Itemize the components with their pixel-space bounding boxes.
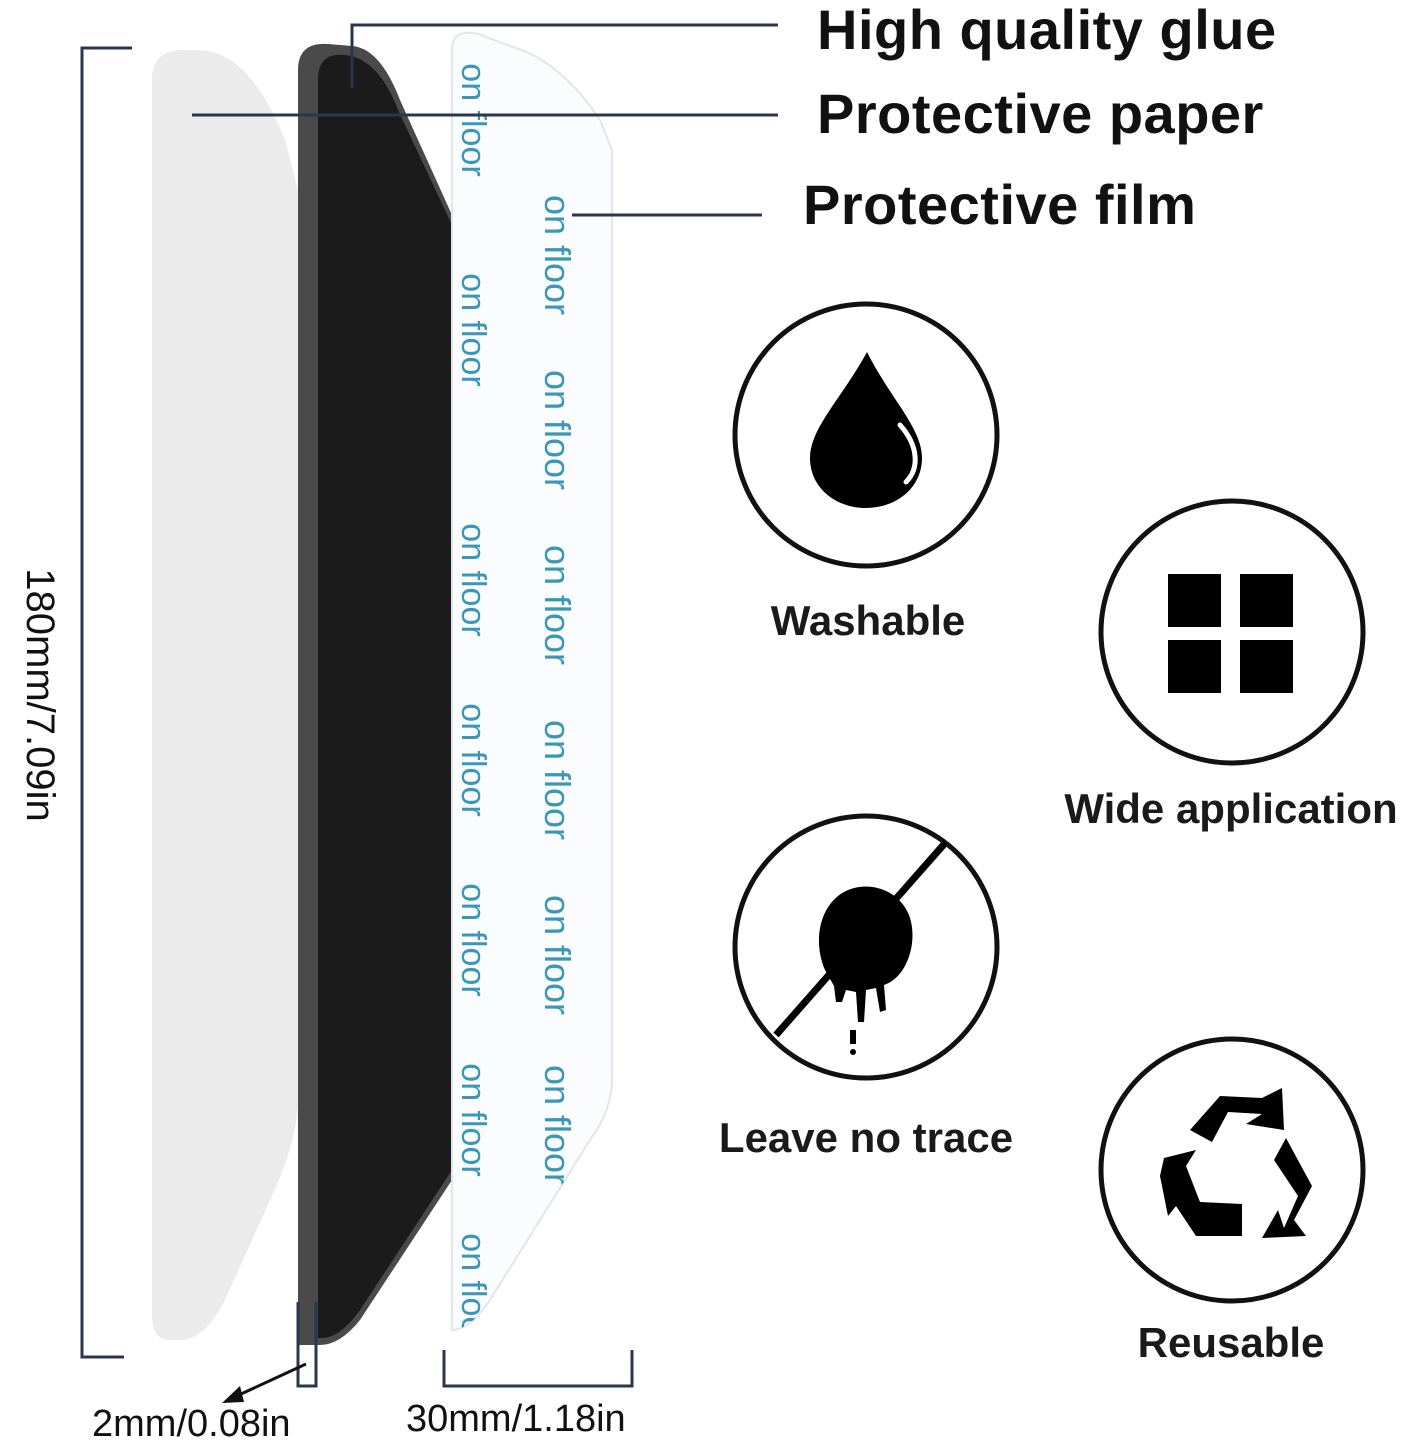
thickness-bracket bbox=[296, 1302, 318, 1388]
feature-label-wide-application: Wide application bbox=[1064, 785, 1398, 832]
feature-label-washable: Washable bbox=[770, 597, 966, 644]
film-print-text: on floor bbox=[537, 195, 578, 315]
dimension-brackets bbox=[80, 46, 634, 1388]
film-print-text: on floor bbox=[454, 273, 492, 386]
width-bracket bbox=[442, 1350, 634, 1388]
thickness-arrow bbox=[222, 1362, 307, 1403]
callout-film-label: Protective film bbox=[803, 173, 1197, 236]
film-print-text: on floor bbox=[454, 63, 492, 176]
water-drop-icon bbox=[810, 352, 922, 508]
feature-wide-application bbox=[1098, 498, 1366, 766]
protective-paper-strip bbox=[152, 50, 298, 1340]
feature-label-leave-no-trace: Leave no trace bbox=[718, 1114, 1014, 1161]
callout-paper-label: Protective paper bbox=[817, 82, 1264, 145]
film-print-text: on floor bbox=[537, 895, 578, 1015]
film-print-text: on floor bbox=[537, 720, 578, 840]
callout-lines bbox=[192, 23, 778, 217]
grid-squares-icon bbox=[1168, 574, 1293, 693]
film-print-text: on floor bbox=[537, 1065, 578, 1185]
callout-glue-label: High quality glue bbox=[817, 0, 1277, 61]
film-print-text: on floor bbox=[454, 703, 492, 816]
width-dimension-label: 30mm/1.18in bbox=[406, 1398, 626, 1440]
film-print-text: on floor bbox=[537, 545, 578, 665]
feature-label-reusable: Reusable bbox=[1137, 1319, 1325, 1366]
protective-film-strip bbox=[451, 31, 613, 1332]
no-residue-icon bbox=[773, 839, 949, 1055]
feature-washable bbox=[732, 301, 1000, 569]
film-print-text: on floor bbox=[537, 370, 578, 490]
glue-strip bbox=[318, 54, 452, 1338]
callout-line-glue bbox=[350, 23, 778, 88]
feature-leave-no-trace bbox=[732, 813, 1000, 1081]
film-print-text: on floor bbox=[454, 1063, 492, 1176]
film-print-group: on floor on floor on floor on floor on floor… bbox=[454, 63, 578, 1330]
length-bracket bbox=[80, 46, 132, 1359]
film-print-text: on floor bbox=[454, 883, 492, 996]
thickness-dimension-label: 2mm/0.08in bbox=[92, 1403, 291, 1445]
film-print-text: on floor bbox=[454, 523, 492, 636]
length-dimension-label: 180mm/7.09in bbox=[18, 568, 62, 822]
recycle-icon bbox=[1160, 1088, 1312, 1238]
feature-reusable bbox=[1098, 1036, 1366, 1304]
